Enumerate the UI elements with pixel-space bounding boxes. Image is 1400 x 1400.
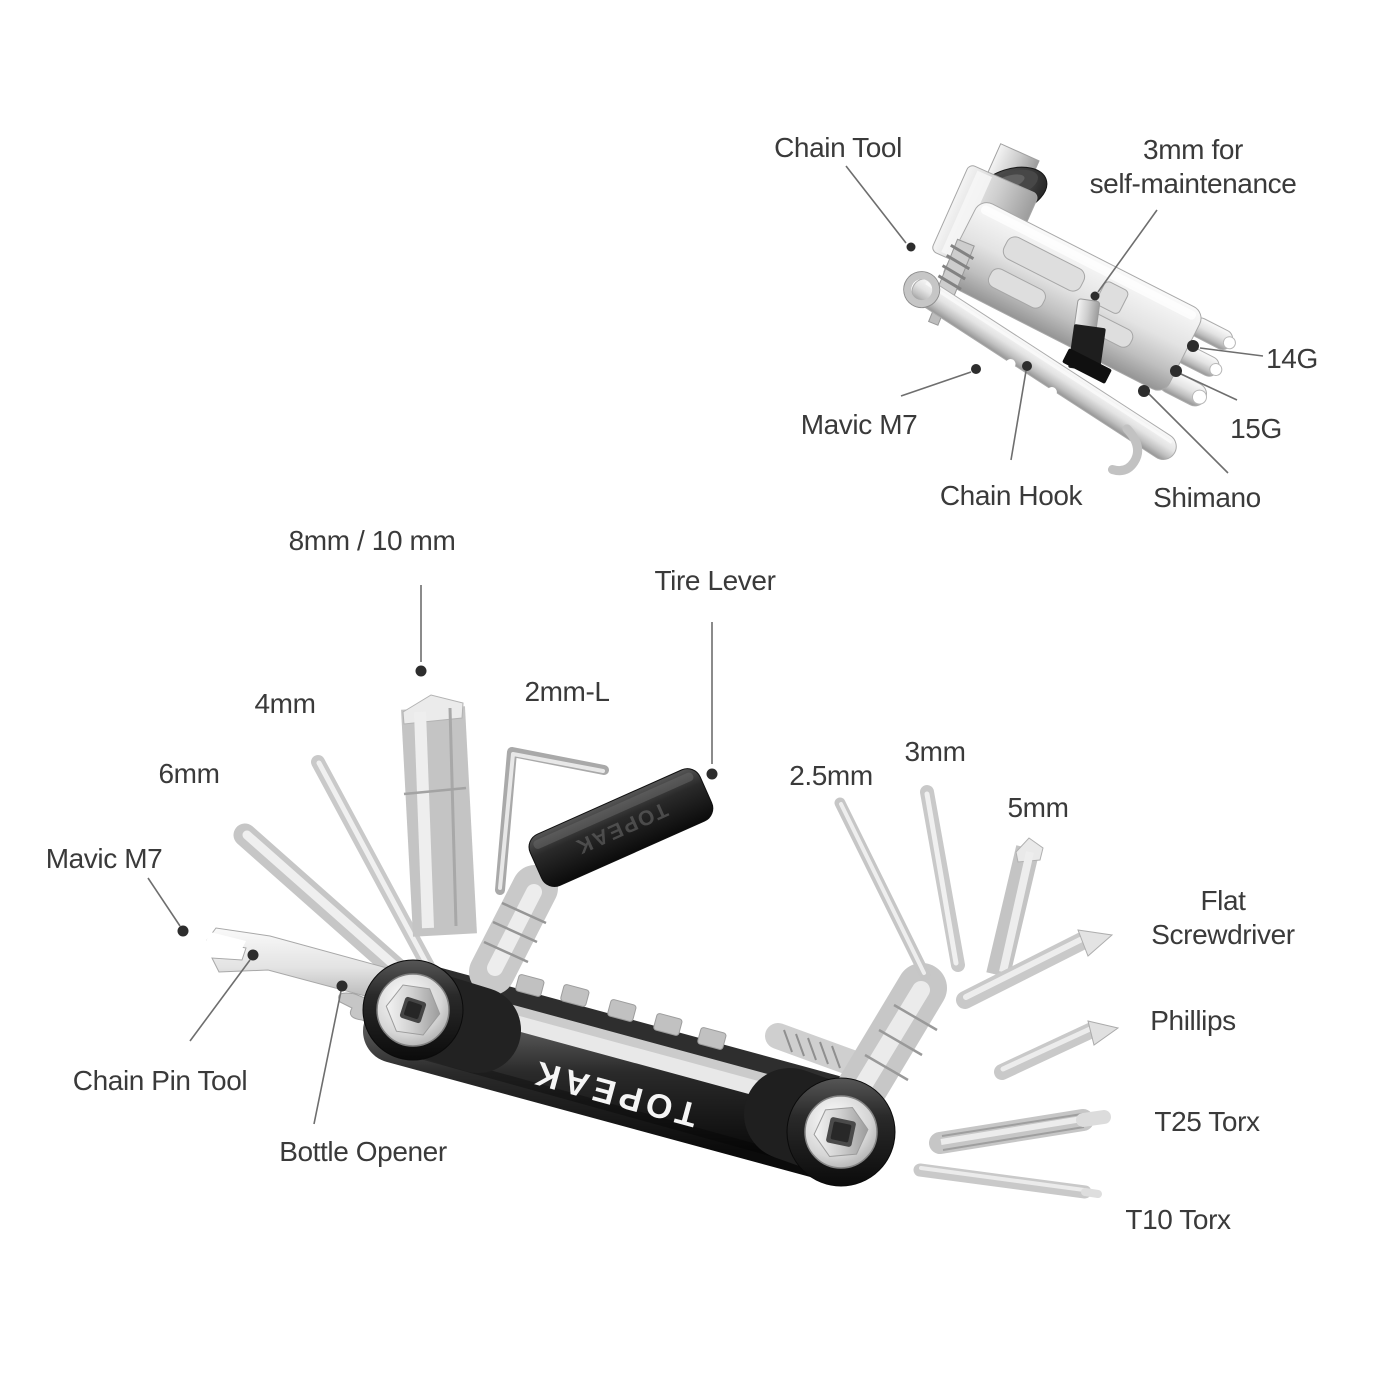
label-tire-lever: Tire Lever bbox=[654, 565, 776, 596]
tire-lever-shape: TOPEAK bbox=[528, 768, 714, 888]
label-t25-torx: T25 Torx bbox=[1154, 1106, 1260, 1137]
callout-dot-shimano bbox=[1138, 385, 1150, 397]
label-2-5mm: 2.5mm bbox=[789, 760, 873, 791]
multi-tool-illustration: TOPEAK TOPEAK bbox=[205, 694, 1120, 1199]
chain-hook-shape bbox=[1107, 424, 1143, 476]
t10-torx-bit bbox=[913, 1163, 1102, 1199]
label-2mm-l: 2mm-L bbox=[524, 676, 610, 707]
callout-dot-15g bbox=[1170, 365, 1182, 377]
label-mavic-m7-top: Mavic M7 bbox=[800, 409, 918, 440]
callout-dot-8mm-10mm bbox=[415, 665, 427, 677]
leader-lines bbox=[147, 165, 1264, 1125]
label-6mm: 6mm bbox=[158, 758, 220, 789]
left-pivot bbox=[362, 959, 521, 1073]
knurled-collar bbox=[837, 963, 947, 1113]
phillips-bit bbox=[994, 1020, 1120, 1080]
label-3mm: 3mm bbox=[904, 736, 966, 767]
label-14g: 14G bbox=[1266, 343, 1318, 374]
label-8mm-10mm: 8mm / 10 mm bbox=[288, 525, 456, 556]
hex-6mm-bit bbox=[233, 823, 432, 1002]
callout-dot-mavic-m7-top bbox=[971, 364, 981, 374]
leader-line-bottle-opener bbox=[313, 990, 342, 1125]
chain-tool-body bbox=[943, 202, 1236, 407]
label-3mm-self-maintenance: 3mm for self-maintenance bbox=[1089, 134, 1297, 199]
callout-dot-bottle-opener bbox=[336, 980, 348, 992]
lever-collar bbox=[469, 865, 558, 995]
label-4mm: 4mm bbox=[254, 688, 316, 719]
right-pivot bbox=[744, 1068, 896, 1187]
leader-line-chain-hook bbox=[1010, 370, 1027, 461]
hex-2mm-l-bit bbox=[495, 747, 609, 895]
leader-line-mavic-m7-bottom bbox=[147, 877, 181, 927]
hex-8mm-10mm-bit bbox=[401, 694, 477, 937]
label-5mm: 5mm bbox=[1007, 792, 1069, 823]
hex-4mm-bit bbox=[311, 755, 437, 977]
leader-line-chain-pin-tool bbox=[189, 959, 251, 1042]
callout-dots bbox=[177, 242, 1199, 992]
leader-line-mavic-m7-top bbox=[900, 371, 972, 397]
leader-line-15g bbox=[1180, 373, 1238, 401]
chain-tool-3mm-bit bbox=[1062, 298, 1112, 384]
hex-2-5mm-bit bbox=[834, 797, 931, 981]
label-chain-tool: Chain Tool bbox=[774, 132, 902, 163]
callout-dot-chain-pin-tool bbox=[247, 949, 259, 961]
chain-pin-notch bbox=[205, 932, 246, 953]
label-flat-screwdriver: Flat Screwdriver bbox=[1151, 885, 1295, 950]
callout-dot-14g bbox=[1187, 340, 1199, 352]
callout-dot-chain-hook bbox=[1022, 361, 1032, 371]
chain-tool-wire-loop bbox=[904, 272, 940, 308]
callout-dot-mavic-m7-bottom bbox=[177, 925, 189, 937]
label-bottle-opener: Bottle Opener bbox=[279, 1136, 447, 1167]
leader-line-shimano bbox=[1148, 393, 1229, 474]
label-shimano: Shimano bbox=[1153, 482, 1261, 513]
leader-line-chain-tool bbox=[845, 165, 907, 244]
label-chain-pin-tool: Chain Pin Tool bbox=[72, 1065, 248, 1096]
flat-screwdriver-bit bbox=[956, 929, 1114, 1009]
label-15g: 15G bbox=[1230, 413, 1282, 444]
chain-tool-illustration bbox=[903, 143, 1236, 476]
label-chain-hook: Chain Hook bbox=[939, 480, 1083, 511]
leader-line-14g bbox=[1199, 347, 1264, 357]
stamped-plate-bumps bbox=[515, 974, 727, 1050]
leader-line-3mm-self-maintenance bbox=[1097, 209, 1158, 293]
hex-3mm-bit bbox=[920, 785, 965, 972]
chain-tool-base-plate bbox=[903, 271, 1177, 476]
callout-dot-chain-tool bbox=[906, 242, 916, 252]
hex-5mm-bit bbox=[986, 837, 1044, 978]
callout-dot-3mm-self-maintenance bbox=[1090, 291, 1100, 301]
callout-dot-tire-lever bbox=[706, 768, 718, 780]
label-t10-torx: T10 Torx bbox=[1125, 1204, 1231, 1235]
chain-tool-screw-folded bbox=[765, 1023, 865, 1076]
t25-torx-bit bbox=[929, 1109, 1111, 1154]
label-phillips: Phillips bbox=[1150, 1005, 1236, 1036]
label-mavic-m7-bottom: Mavic M7 bbox=[45, 843, 163, 874]
